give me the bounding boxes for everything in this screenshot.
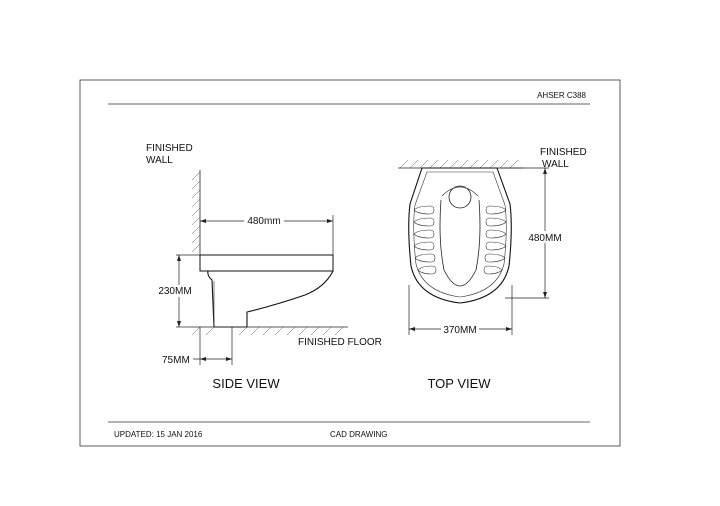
side-floor-hatch bbox=[191, 326, 344, 336]
sheet-border bbox=[79, 79, 621, 447]
top-wall-hatch bbox=[399, 159, 519, 169]
top-pan-hole bbox=[448, 185, 472, 209]
side-wall-hatch bbox=[191, 171, 201, 253]
side-floor-label: FINISHED FLOOR bbox=[298, 337, 382, 348]
top-right-footrest bbox=[483, 205, 507, 275]
top-left-footrest bbox=[413, 205, 437, 275]
side-width-dim: 480mm bbox=[247, 216, 280, 227]
top-pan-outline bbox=[408, 167, 512, 304]
side-height-dim: 230MM bbox=[158, 286, 191, 297]
side-pan-body bbox=[207, 270, 334, 328]
drawing-type: CAD DRAWING bbox=[330, 430, 387, 439]
top-wall-label-1: FINISHED bbox=[540, 147, 587, 158]
side-view: FINISHED WALL 480mm bbox=[146, 143, 382, 391]
top-view-caption: TOP VIEW bbox=[427, 376, 491, 391]
side-view-caption: SIDE VIEW bbox=[212, 376, 280, 391]
top-view: FINISHED WALL bbox=[398, 147, 587, 391]
updated-date: UPDATED: 15 JAN 2016 bbox=[114, 430, 203, 439]
side-pan-rim bbox=[199, 254, 334, 272]
side-wall-label-1: FINISHED bbox=[146, 143, 193, 154]
top-length-dim: 480MM bbox=[528, 233, 561, 244]
top-pan-inner-rim bbox=[413, 171, 507, 298]
top-pan-basin bbox=[439, 199, 481, 287]
side-wall-label-2: WALL bbox=[146, 155, 173, 166]
top-width-dim: 370MM bbox=[443, 325, 476, 336]
top-wall-label-2: WALL bbox=[542, 159, 569, 170]
side-foot-dim: 75MM bbox=[162, 355, 190, 366]
drawing-code: AHSER C388 bbox=[537, 91, 586, 100]
